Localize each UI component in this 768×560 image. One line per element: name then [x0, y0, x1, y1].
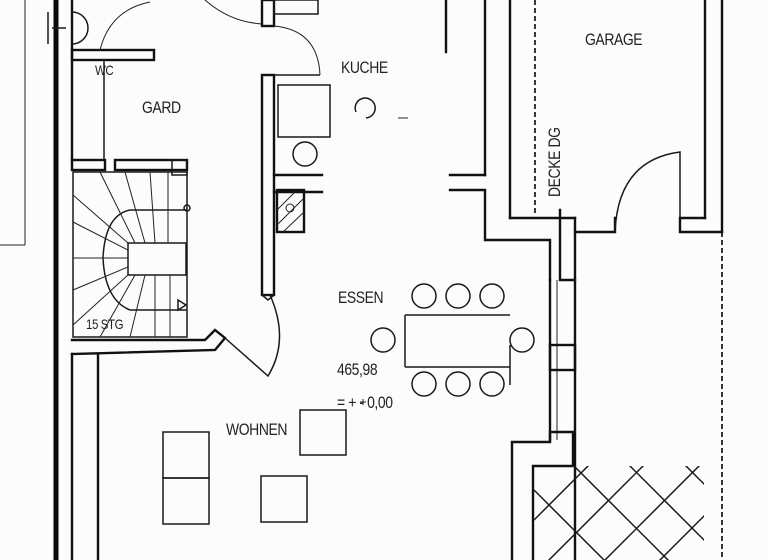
wc-fixture-icon: [47, 11, 89, 45]
dining-table-icon: [370, 283, 535, 397]
table-icon: [260, 475, 308, 523]
room-label-kuche: KUCHE: [341, 58, 388, 77]
staircase-icon: [72, 171, 191, 338]
room-label-essen: ESSEN: [338, 288, 384, 307]
sofa-icon: [162, 431, 210, 525]
stairs-label: 15 STG: [86, 316, 124, 332]
sink-icon: [292, 141, 318, 167]
room-label-gard: GARD: [142, 98, 181, 117]
armchair-icon: [299, 409, 347, 456]
level-label: = + - 0,00: [337, 393, 393, 412]
elevation-label: 465,98: [337, 360, 378, 379]
room-label-decke-dg: DECKE DG: [545, 127, 564, 197]
tile-pattern-icon: [534, 466, 704, 560]
room-label-garage: GARAGE: [585, 30, 643, 49]
room-label-wc: WC: [95, 62, 114, 78]
chimney-hatch-icon: [275, 188, 306, 234]
room-label-wohnen: WOHNEN: [226, 420, 288, 439]
